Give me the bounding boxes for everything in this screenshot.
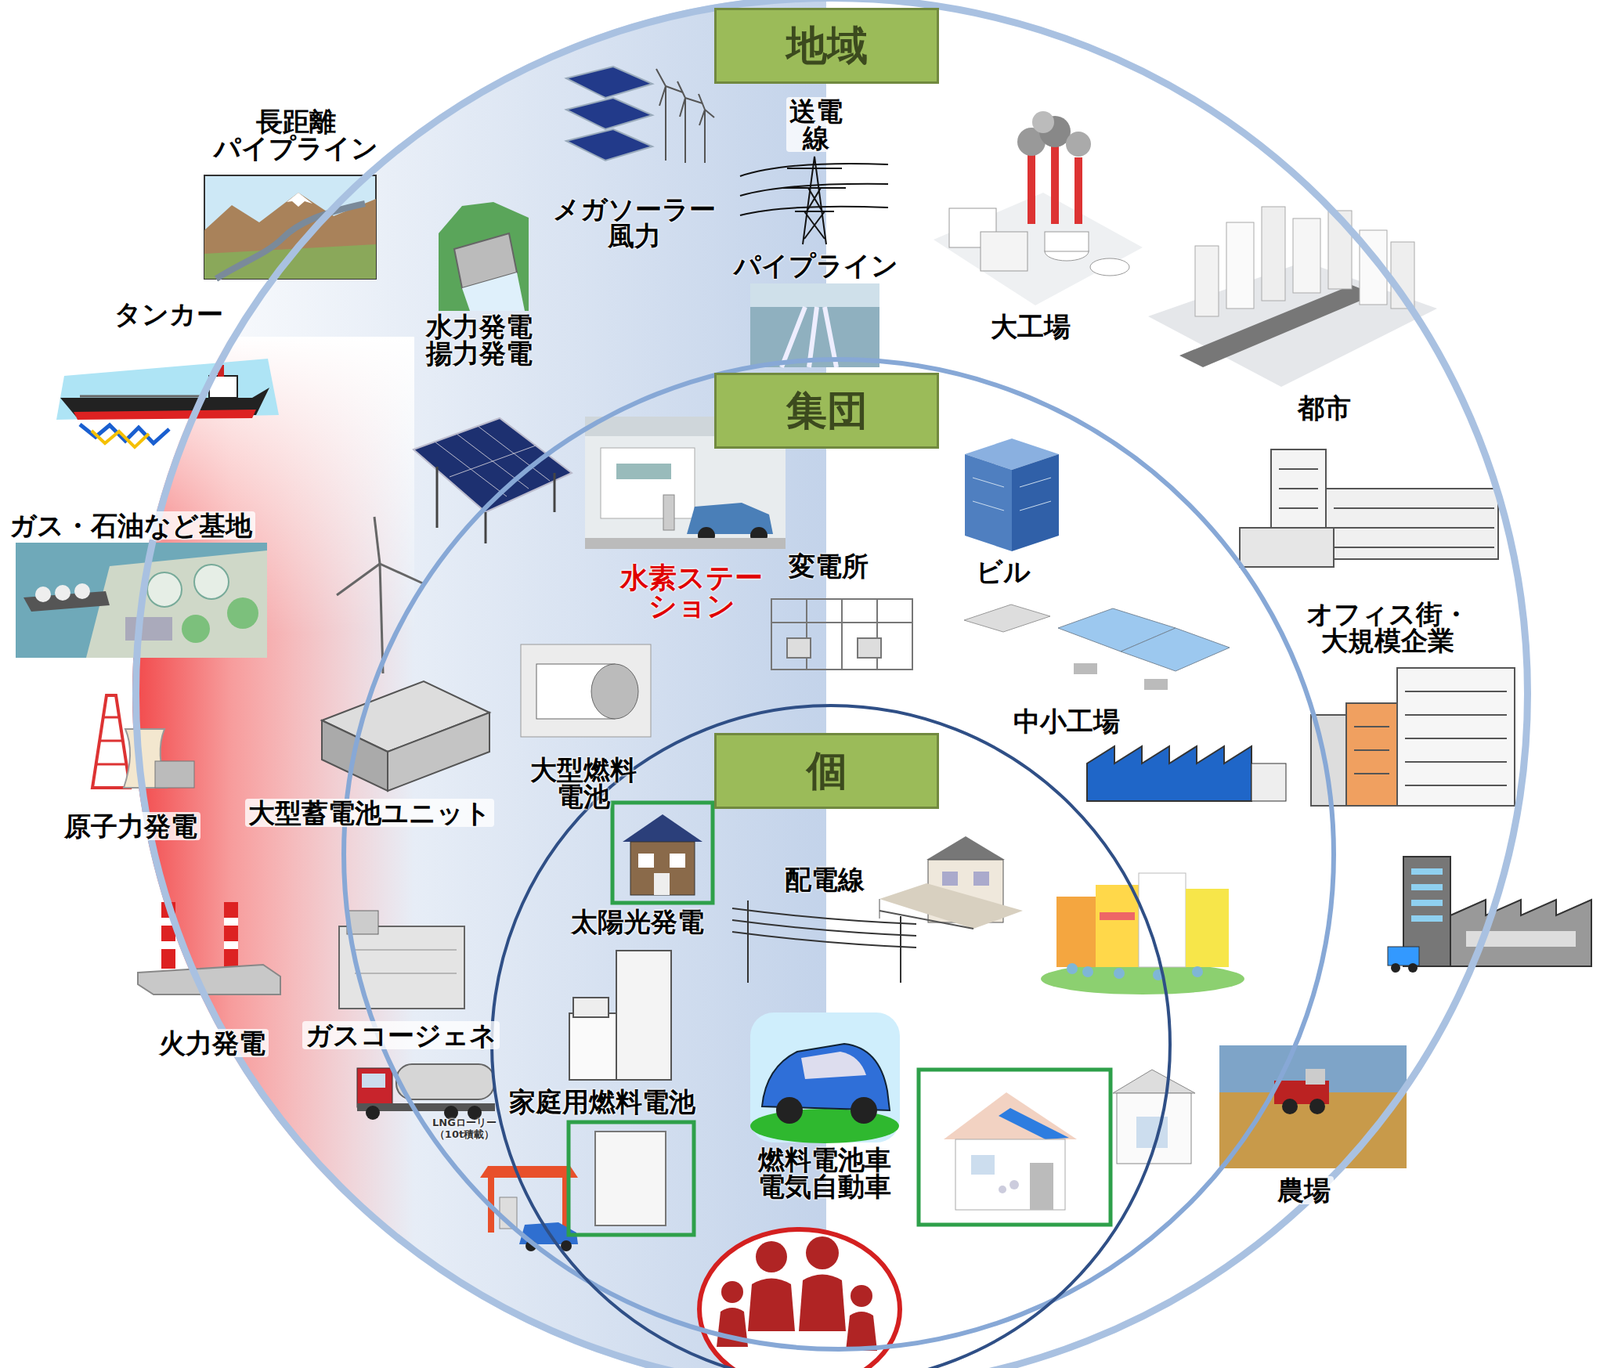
item-label: パイプライン: [733, 252, 899, 279]
item-label: ガスコージェネ: [302, 1021, 500, 1050]
item-label: 原子力発電: [61, 812, 201, 841]
item-label: 配電線: [784, 866, 865, 893]
item-label: 送電 線: [786, 97, 846, 152]
item-label: 水素ステー ション: [620, 563, 763, 621]
item-label: 大工場: [990, 313, 1071, 340]
item-label: オフィス街・ 大規模企業: [1306, 600, 1470, 654]
region-heading: 個: [714, 733, 940, 810]
item-label: 大型蓄電池ユニット: [245, 798, 495, 828]
item-label: メガソーラー 風力: [552, 195, 716, 250]
heading-text: 集団: [786, 383, 868, 439]
item-label: 農場: [1274, 1176, 1334, 1205]
item-label: 家庭用燃料電池: [509, 1088, 696, 1116]
region-heading: 地域: [714, 7, 940, 84]
item-label: LNGローリー （10t積載）: [432, 1117, 497, 1142]
item-label: 太陽光発電: [570, 908, 705, 936]
item-label: 都市: [1297, 394, 1351, 422]
region-circle: 集団個: [341, 357, 1337, 1352]
item-label: 水力発電 揚力発電: [426, 313, 533, 367]
item-label: 火力発電: [155, 1029, 269, 1058]
item-label: 燃料電池車 電気自動車: [758, 1146, 892, 1200]
item-label: 中小工場: [1013, 707, 1120, 735]
circle-outline: [341, 357, 1337, 1352]
item-label: ビル: [975, 558, 1031, 586]
item-label: 長距離 パイプライン: [213, 108, 379, 162]
region-heading: 集団: [714, 372, 940, 449]
item-label: ガス・石油など基地: [6, 511, 256, 540]
item-label: タンカー: [114, 300, 224, 328]
item-label: 変電所: [788, 552, 869, 580]
item-label: 大型燃料 電池: [530, 756, 637, 810]
heading-text: 地域: [786, 18, 868, 74]
heading-text: 個: [806, 744, 848, 799]
